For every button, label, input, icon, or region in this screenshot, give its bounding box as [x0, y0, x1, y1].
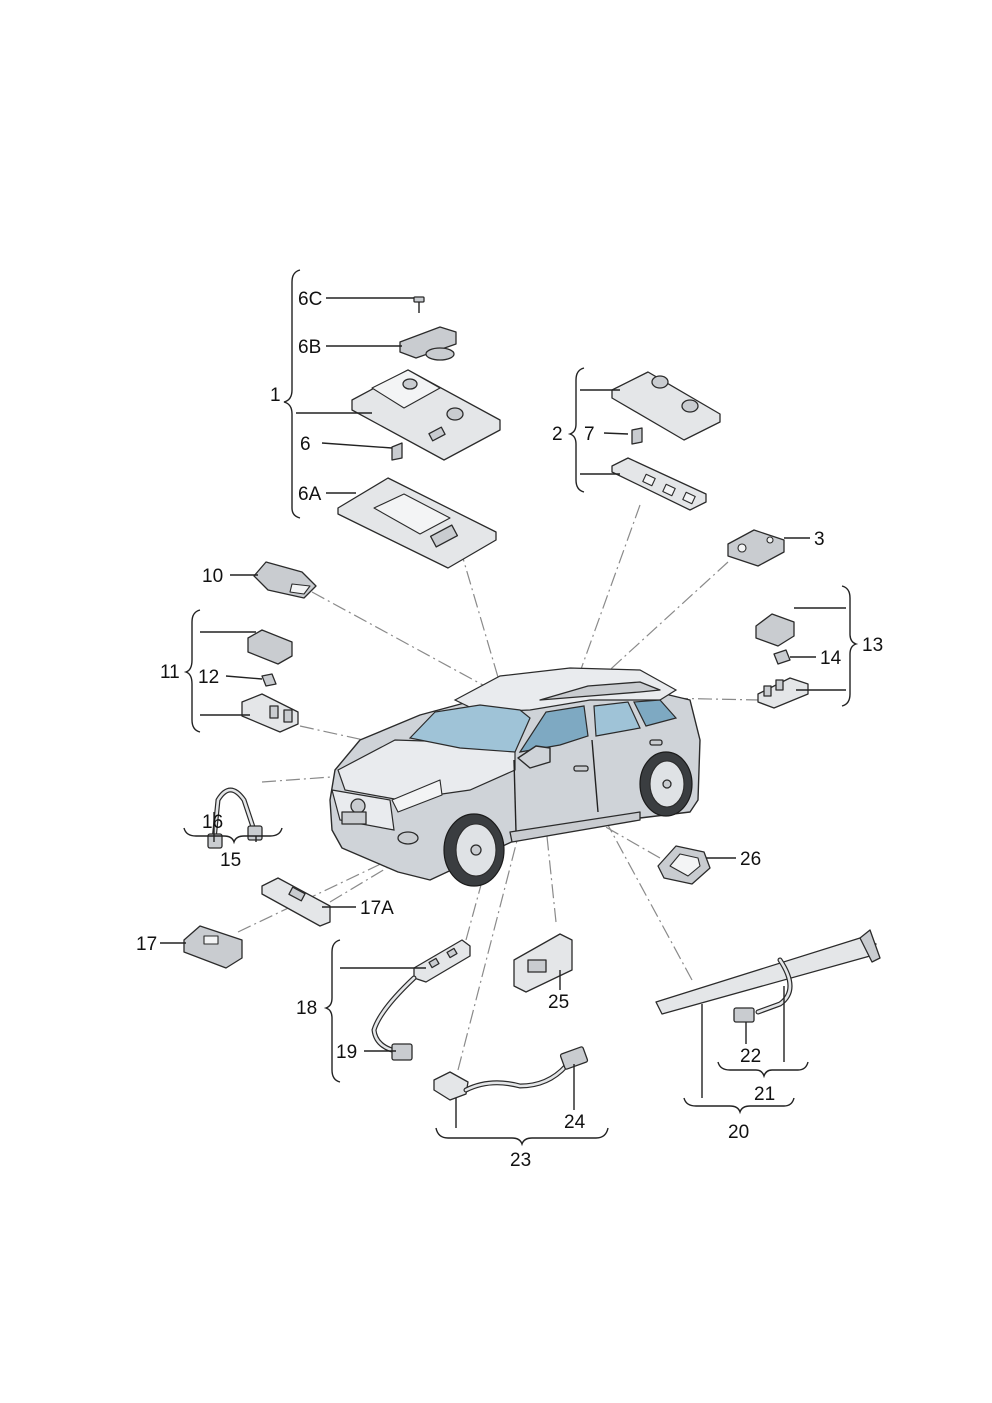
part-22-connector: [733, 1007, 755, 1023]
brace-15: [183, 827, 283, 845]
label-1: 1: [270, 385, 281, 406]
brace-13: [841, 585, 859, 707]
brace-1: [283, 269, 301, 519]
part-21-cable: [755, 957, 793, 1015]
label-15: 15: [220, 850, 241, 871]
part-17A-bracket: [261, 877, 331, 927]
label-6B: 6B: [298, 337, 321, 358]
label-12: 12: [198, 667, 219, 688]
leader-lines: [160, 297, 846, 1128]
brace-18: [323, 939, 341, 1083]
part-23-light: [433, 1071, 469, 1101]
part-10-light: [253, 561, 317, 599]
label-6: 6: [300, 434, 311, 455]
label-17: 17: [136, 934, 157, 955]
label-14: 14: [820, 648, 842, 669]
brace-20: [683, 1097, 795, 1115]
part-12-bulb: [261, 673, 277, 687]
part-2-lens: [611, 457, 707, 511]
part-20-sill-strip: [655, 929, 881, 1015]
brace-23: [435, 1127, 609, 1147]
part-13-light: [755, 613, 795, 647]
label-6C: 6C: [298, 289, 322, 310]
part-25-light: [513, 933, 573, 993]
part-6-bulb: [391, 442, 403, 461]
part-3-light: [727, 529, 785, 567]
label-11: 11: [160, 662, 180, 683]
label-10: 10: [202, 566, 223, 587]
part-26-light: [657, 845, 711, 885]
brace-2: [567, 367, 585, 493]
part-6A-frame: [337, 477, 497, 569]
label-25: 25: [548, 992, 569, 1013]
vehicle-illustration: [329, 667, 701, 887]
part-19-cable: [371, 975, 417, 1061]
label-22: 22: [740, 1046, 761, 1067]
label-23: 23: [510, 1150, 531, 1171]
part-11-light: [247, 629, 293, 665]
part-14-bulb: [773, 649, 791, 665]
label-3: 3: [814, 529, 825, 550]
label-13: 13: [862, 635, 883, 656]
label-18: 18: [296, 998, 317, 1019]
part-1-interior-light-front: [351, 369, 501, 461]
brace-21: [717, 1061, 809, 1079]
label-7: 7: [584, 424, 595, 445]
part-17-light: [183, 925, 243, 969]
label-16: 16: [202, 812, 223, 833]
part-7-bulb: [631, 427, 643, 445]
label-19: 19: [336, 1042, 357, 1063]
label-17A: 17A: [360, 898, 394, 919]
part-24-cable: [463, 1046, 589, 1093]
part-11-housing: [241, 693, 299, 733]
label-24: 24: [564, 1112, 586, 1133]
part-2-interior-light-rear: [611, 371, 721, 441]
part-18-light: [413, 939, 471, 983]
brace-11: [183, 609, 201, 733]
part-13-housing: [757, 677, 809, 709]
part-6B-bracket: [399, 326, 457, 361]
label-21: 21: [754, 1084, 775, 1105]
part-labels: 6C 6B 1 6 6A 2 7 3 10 11 12 13 14 16 15 …: [136, 289, 883, 1171]
label-6A: 6A: [298, 484, 322, 505]
part-6C-screw: [413, 296, 425, 313]
label-26: 26: [740, 849, 761, 870]
label-2: 2: [552, 424, 563, 445]
label-20: 20: [728, 1122, 749, 1143]
